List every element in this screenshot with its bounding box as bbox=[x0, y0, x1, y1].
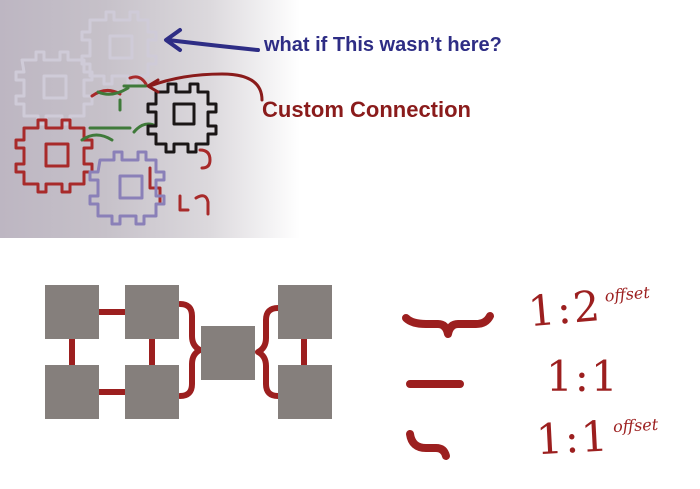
ratio-label-2: 1:1 bbox=[546, 352, 624, 401]
green-connections bbox=[80, 84, 158, 142]
connections bbox=[69, 301, 307, 399]
custom-connection-annotation: Custom Connection bbox=[262, 97, 471, 122]
what-if-annotation: what if This wasn’t here? bbox=[264, 34, 502, 56]
ratio-value: 1:2 bbox=[526, 281, 604, 337]
glyph-offset-curve bbox=[406, 430, 450, 460]
ratio-qualifier: offset bbox=[603, 282, 651, 306]
red-arrow bbox=[146, 72, 264, 102]
sketch-photo bbox=[0, 0, 300, 238]
block-top-left bbox=[45, 285, 99, 339]
connector-glyphs bbox=[402, 312, 494, 460]
block-bottom-right bbox=[278, 365, 332, 419]
red-tile bbox=[14, 75, 212, 216]
block-top-mid bbox=[125, 285, 179, 339]
block-top-right bbox=[278, 285, 332, 339]
black-tile bbox=[146, 82, 218, 154]
purple-tile bbox=[88, 150, 166, 226]
block-bottom-mid bbox=[125, 365, 179, 419]
ratio-value: 1:1 bbox=[534, 411, 611, 465]
glyph-offset-bracket bbox=[402, 312, 494, 338]
blue-arrow bbox=[164, 28, 260, 52]
block-center bbox=[201, 326, 255, 380]
block-bottom-left bbox=[45, 365, 99, 419]
gray-tiles bbox=[14, 10, 158, 126]
blocks bbox=[45, 285, 332, 419]
ratio-value: 1:1 bbox=[546, 352, 620, 401]
ratio-qualifier: offset bbox=[612, 414, 659, 437]
tile-sketch bbox=[14, 10, 264, 226]
